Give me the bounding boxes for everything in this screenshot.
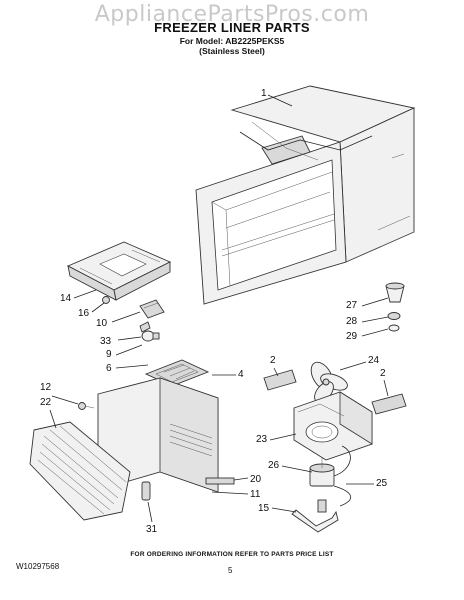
screw-12-part[interactable] [78,402,95,410]
callout-24: 24 [368,355,380,366]
freezer-liner-part[interactable] [195,85,416,305]
callout-9: 9 [106,349,112,360]
callout-25: 25 [376,478,388,489]
callout-22: 22 [40,397,52,408]
callout-28: 28 [346,316,358,327]
document-number: W10297568 [16,562,60,571]
motor-bracket-part[interactable] [291,499,339,533]
washer-part[interactable] [387,312,401,320]
nut-part[interactable] [388,324,400,332]
callout-2b: 2 [380,368,386,379]
callout-16: 16 [78,308,90,319]
light-housing-part[interactable] [66,241,172,301]
callout-14: 14 [60,293,72,304]
ordering-note: FOR ORDERING INFORMATION REFER TO PARTS … [130,551,334,558]
motor-wire-part[interactable] [333,485,351,507]
callout-31: 31 [146,524,158,535]
callout-23: 23 [256,434,268,445]
callout-27: 27 [346,300,358,311]
page-title: FREEZER LINER PARTS [154,20,310,35]
clip-part[interactable] [141,481,151,501]
grille-part[interactable] [29,421,131,521]
watermark: AppliancePartsPros.com [94,2,370,27]
page-number: 5 [228,566,233,575]
callout-4: 4 [238,369,244,380]
callout-15: 15 [258,503,270,514]
screw-16-part[interactable] [102,296,110,304]
damper-knob-part[interactable] [385,282,405,303]
fan-shroud-part[interactable] [293,391,373,461]
bulb-part[interactable] [141,330,160,342]
callout-1: 1 [261,88,267,99]
light-bracket-part[interactable] [139,321,151,333]
air-duct-strip-part[interactable] [205,477,235,485]
callout-6: 6 [106,363,112,374]
fan-motor-part[interactable] [309,445,351,487]
callout-2a: 2 [270,355,276,366]
light-socket-part[interactable] [139,299,165,319]
callout-29: 29 [346,331,358,342]
insulation-strip-right-part[interactable] [371,393,407,415]
callout-11: 11 [250,489,261,500]
callout-12: 12 [40,382,52,393]
insulation-strip-left-part[interactable] [263,369,297,391]
finish-line: (Stainless Steel) [199,46,265,56]
model-line: For Model: AB2225PEKS5 [179,36,285,46]
callout-33: 33 [100,336,112,347]
callout-26: 26 [268,460,280,471]
callout-10: 10 [96,318,108,329]
rear-panel-part[interactable] [97,377,219,493]
callout-20: 20 [250,474,262,485]
